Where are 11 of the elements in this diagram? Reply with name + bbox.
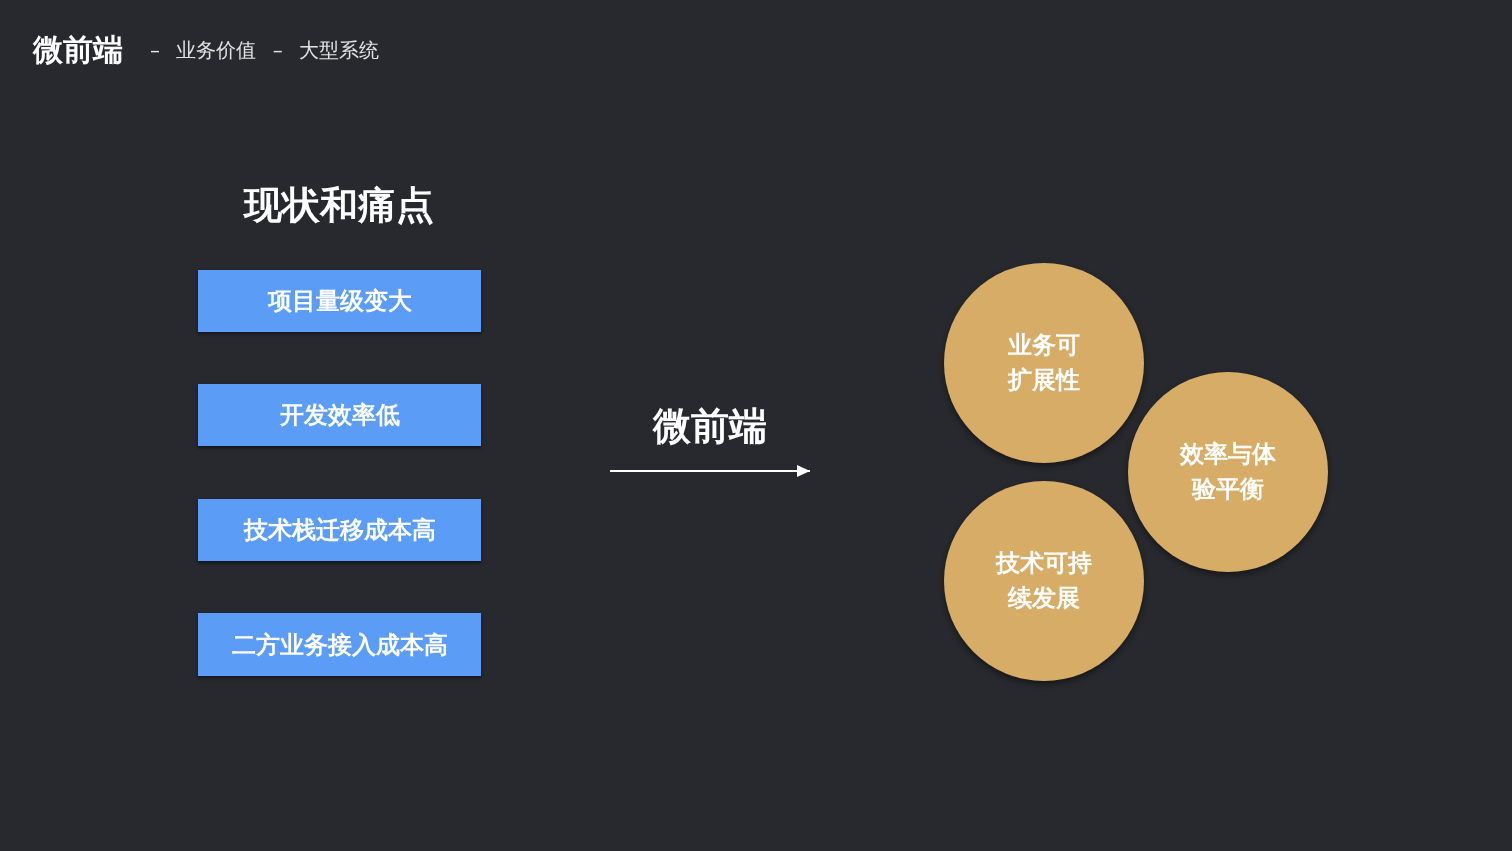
process-box: 开发效率低 [198, 384, 481, 446]
circle: 效率与体验平衡 [1128, 372, 1328, 572]
circle: 技术可持续发展 [944, 481, 1144, 681]
section-heading: 现状和痛点 [244, 182, 434, 229]
process-box: 二方业务接入成本高 [198, 613, 481, 676]
breadcrumb: – 业务价值 – 大型系统 [150, 37, 380, 64]
circle: 业务可扩展性 [944, 263, 1144, 463]
process-box: 项目量级变大 [198, 270, 481, 332]
process-box: 技术栈迁移成本高 [198, 499, 481, 561]
arrow-label: 微前端 [653, 403, 767, 450]
page-title: 微前端 [33, 31, 123, 69]
